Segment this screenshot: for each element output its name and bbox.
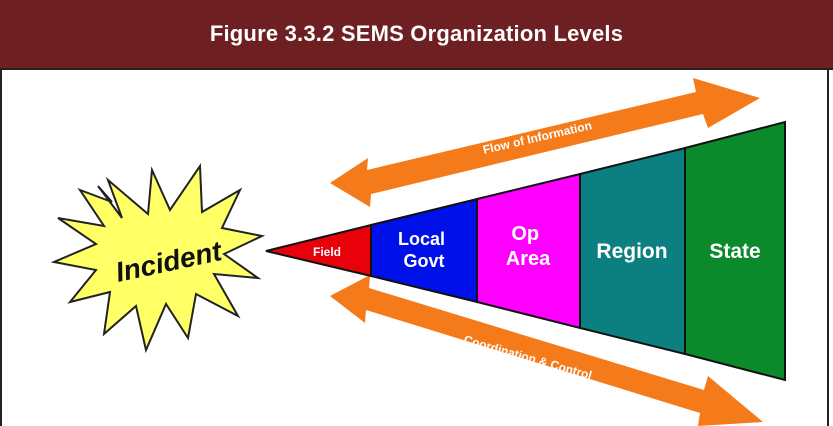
flow-arrow-shape [330, 78, 760, 207]
op-area-line-2: Area [506, 248, 551, 270]
coordination-arrow-shape [330, 275, 763, 426]
figure-header: Figure 3.3.2 SEMS Organization Levels [0, 0, 833, 70]
figure-title: Figure 3.3.2 SEMS Organization Levels [209, 21, 624, 46]
starburst-icon [50, 162, 266, 354]
incident-burst: Incident [50, 162, 266, 354]
organization-levels-cone [265, 120, 786, 382]
level-op-area-label: Op Area [506, 223, 551, 270]
level-state [684, 120, 786, 382]
level-region-label: Region [596, 240, 667, 263]
local-govt-line-2: Govt [403, 251, 444, 271]
sems-diagram: Flow of Information Coordination & Contr… [50, 78, 786, 426]
level-local-govt-label: Local Govt [398, 229, 450, 271]
level-field-label: Field [313, 245, 341, 259]
op-area-line-1: Op [511, 223, 539, 245]
level-state-label: State [709, 240, 760, 263]
local-govt-line-1: Local [398, 229, 445, 249]
